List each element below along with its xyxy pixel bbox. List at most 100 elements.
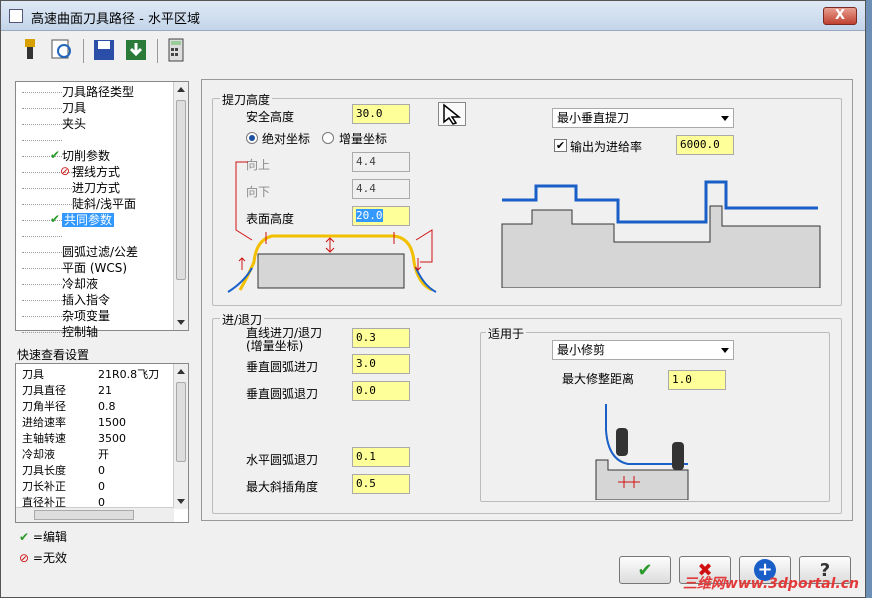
setting-name: 刀具直径 [22,384,66,397]
tree-item-label: 夹头 [62,117,87,131]
line-lead-input[interactable]: 0.3 [352,328,410,348]
max-trim-label: 最大修整距离 [562,372,635,386]
quick-settings-scrollbar[interactable] [173,364,188,509]
tree-item[interactable]: 平面 (WCS) [22,260,127,276]
legend-invalid: ⊘ =无效 [19,551,67,565]
tree-item[interactable] [22,228,62,244]
trim-mode-select[interactable]: 最小修剪 [552,340,734,360]
quick-settings-hscroll[interactable] [16,507,174,522]
window-title: 高速曲面刀具路径 - 水平区域 [31,12,200,27]
setting-name: 冷却液 [22,448,55,461]
setting-value: 0 [98,495,105,509]
absolute-radio[interactable] [246,132,258,144]
setting-value: 1500 [98,415,126,429]
setting-name: 刀角半径 [22,400,66,413]
line-lead-label: 直线进刀/退刀 [246,326,323,340]
tree-item[interactable]: ⊘摆线方式 [22,164,120,180]
horizontal-arc-out-input[interactable]: 0.1 [352,447,410,467]
setting-value: 开 [98,448,109,461]
safe-height-input[interactable]: 30.0 [352,104,410,124]
calculator-icon[interactable] [163,37,189,63]
tree-item-label: 陡斜/浅平面 [72,197,137,211]
import-icon[interactable] [123,37,149,63]
down-input[interactable]: 4.4 [352,179,410,199]
tree-item[interactable]: 插入指令 [22,292,110,308]
feed-checkbox[interactable]: ✔ [554,139,567,152]
vertical-arc-in-input[interactable]: 3.0 [352,354,410,374]
trim-diagram [595,404,689,500]
chevron-down-icon [721,116,729,121]
check-icon: ✔ [19,530,30,544]
tree-item[interactable]: ✔共同参数 [22,212,115,228]
feed-rate-input[interactable]: 6000.0 [676,135,734,155]
surface-height-input[interactable]: 20.0 [352,206,410,226]
tree-item[interactable]: 刀具路径类型 [22,84,134,100]
preview-icon[interactable] [49,37,75,63]
max-trim-input[interactable]: 1.0 [668,370,726,390]
check-icon: ✔ [49,212,60,226]
add-button[interactable]: + [739,556,791,584]
tree-item-label: 插入指令 [62,293,111,307]
tree-scrollbar[interactable] [173,82,188,330]
vertical-arc-in-label: 垂直圆弧进刀 [246,360,319,374]
setting-value: 0.8 [98,399,116,413]
table-row: 刀角半径 0.8 [18,398,163,414]
chevron-down-icon [721,348,729,353]
title-bar: 高速曲面刀具路径 - 水平区域 X [1,1,865,31]
horizontal-arc-out-label: 水平圆弧退刀 [246,453,319,467]
vertical-arc-out-input[interactable]: 0.0 [352,381,410,401]
quick-settings-title: 快速查看设置 [17,348,90,362]
table-row: 冷却液 开 [18,446,163,462]
up-input[interactable]: 4.4 [352,152,410,172]
tool-icon[interactable] [17,37,43,63]
invalid-icon: ⊘ [59,164,70,178]
ok-button[interactable]: ✔ [619,556,671,584]
feed-checkbox-label: 输出为进给率 [570,140,643,154]
retract-mode-select[interactable]: 最小垂直提刀 [552,108,734,128]
down-label: 向下 [246,185,271,199]
tree-item-label: 平面 (WCS) [62,261,128,275]
close-button[interactable]: X [823,7,857,25]
retract-profile-diagram [501,180,821,288]
tree-item[interactable]: 夹头 [22,116,86,132]
tree-item-label: 切削参数 [62,149,111,163]
setting-name: 直径补正 [22,496,66,509]
setting-value: 0 [98,463,105,477]
setting-name: 进给速率 [22,416,66,429]
tree-item[interactable]: 冷却液 [22,276,98,292]
help-button[interactable]: ? [799,556,851,584]
save-icon[interactable] [91,37,117,63]
tree-item[interactable]: ✔切削参数 [22,148,110,164]
tree-item[interactable]: 进刀方式 [22,180,120,196]
max-ramp-angle-input[interactable]: 0.5 [352,474,410,494]
cancel-button[interactable]: ✖ [679,556,731,584]
up-label: 向上 [246,158,271,172]
safe-height-label: 安全高度 [246,110,295,124]
lead-title: 进/退刀 [220,311,265,328]
incremental-label: 增量坐标 [339,132,388,146]
retract-title: 提刀高度 [220,91,273,108]
tree-item[interactable]: 控制轴 [22,324,98,340]
retract-diagram [227,161,437,293]
tree-item[interactable]: 陡斜/浅平面 [22,196,136,212]
tree-item[interactable] [22,132,62,148]
cursor-icon [443,103,462,125]
incremental-radio[interactable] [322,132,334,144]
tree-item[interactable]: 圆弧过滤/公差 [22,244,138,260]
check-icon: ✔ [49,148,60,162]
setting-name: 主轴转速 [22,432,66,445]
toolbar [11,37,861,67]
setting-name: 刀具长度 [22,464,66,477]
table-row: 刀具直径 21 [18,382,163,398]
vertical-arc-out-label: 垂直圆弧退刀 [246,387,319,401]
main-panel: 提刀高度 安全高度 30.0 绝对坐标 增量坐标 向上 4.4 向下 4.4 表… [201,79,853,521]
tree-item[interactable]: 刀具 [22,100,86,116]
pick-pointer-button[interactable] [438,102,466,126]
watermark: 三维网www.3dportal.cn [682,576,859,592]
tree-item-label: 共同参数 [62,213,115,227]
setting-value: 21 [98,383,112,397]
tree-item[interactable]: 杂项变量 [22,308,110,324]
